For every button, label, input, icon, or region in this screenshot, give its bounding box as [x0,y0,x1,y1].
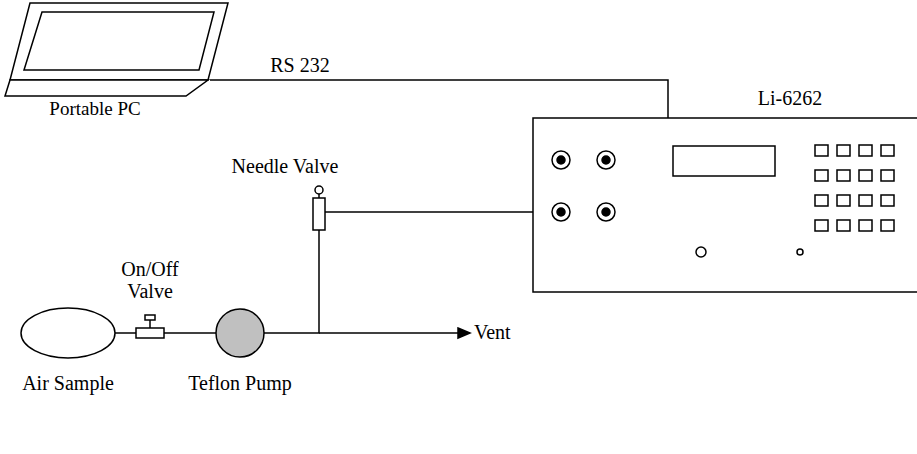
air-sample-node: Air Sample [21,308,115,358]
knob-dot [602,208,610,216]
valve-handle [145,315,155,320]
needle-valve-body [313,198,325,230]
keypad-key [881,145,894,156]
keypad [815,145,894,231]
keypad-key [859,195,872,206]
keypad-key [815,220,828,231]
pump-node: Teflon Pump [216,309,264,357]
node-label: Needle Valve [220,155,350,177]
vent-line [319,332,458,334]
knob-dot [557,208,565,216]
keypad-key [837,195,850,206]
keypad-key [815,145,828,156]
connector-knob [552,203,570,221]
connector-line [264,230,319,333]
air-sample-bag [21,308,115,358]
indicator-light [797,249,803,255]
display-window [673,146,775,176]
indicator-light [696,247,706,257]
keypad-key [815,195,828,206]
keypad-key [837,220,850,231]
keypad-key [837,145,850,156]
keypad-key [881,170,894,181]
connector-knob [597,151,615,169]
keypad-key [815,170,828,181]
keypad-key [859,220,872,231]
connector-label: RS 232 [268,54,331,76]
node-label: Air Sample [8,372,128,394]
instrument-housing [533,118,917,292]
connector-line [210,80,668,118]
node-label: Li-6262 [740,87,840,109]
knob-dot [602,156,610,164]
connector-line [325,211,533,213]
laptop-lid [10,3,228,80]
valve-stem [149,320,151,328]
connector-knob [597,203,615,221]
laptop-screen [24,12,214,70]
pump-symbol [216,309,264,357]
keypad-key [859,145,872,156]
keypad-key [837,170,850,181]
node-label: Teflon Pump [166,372,314,394]
outlet-label: Vent [472,321,513,343]
on-off-valve-node: On/Off Valve [136,328,164,338]
needle-valve-knob [315,186,323,194]
needle-valve-node: Needle Valve [313,198,325,230]
instrument-node: Li-6262 [533,118,917,292]
vent-arrowhead [458,328,470,338]
connector-line [115,332,136,334]
node-label: On/Off Valve [115,258,185,302]
laptop-base [5,80,208,96]
connector-line [164,332,216,334]
keypad-key [881,220,894,231]
keypad-key [881,195,894,206]
keypad-key [859,170,872,181]
knob-dot [557,156,565,164]
valve-body [136,328,164,338]
connector-knob [552,151,570,169]
node-label: Portable PC [0,98,195,120]
laptop-node: Portable PC [5,3,228,96]
